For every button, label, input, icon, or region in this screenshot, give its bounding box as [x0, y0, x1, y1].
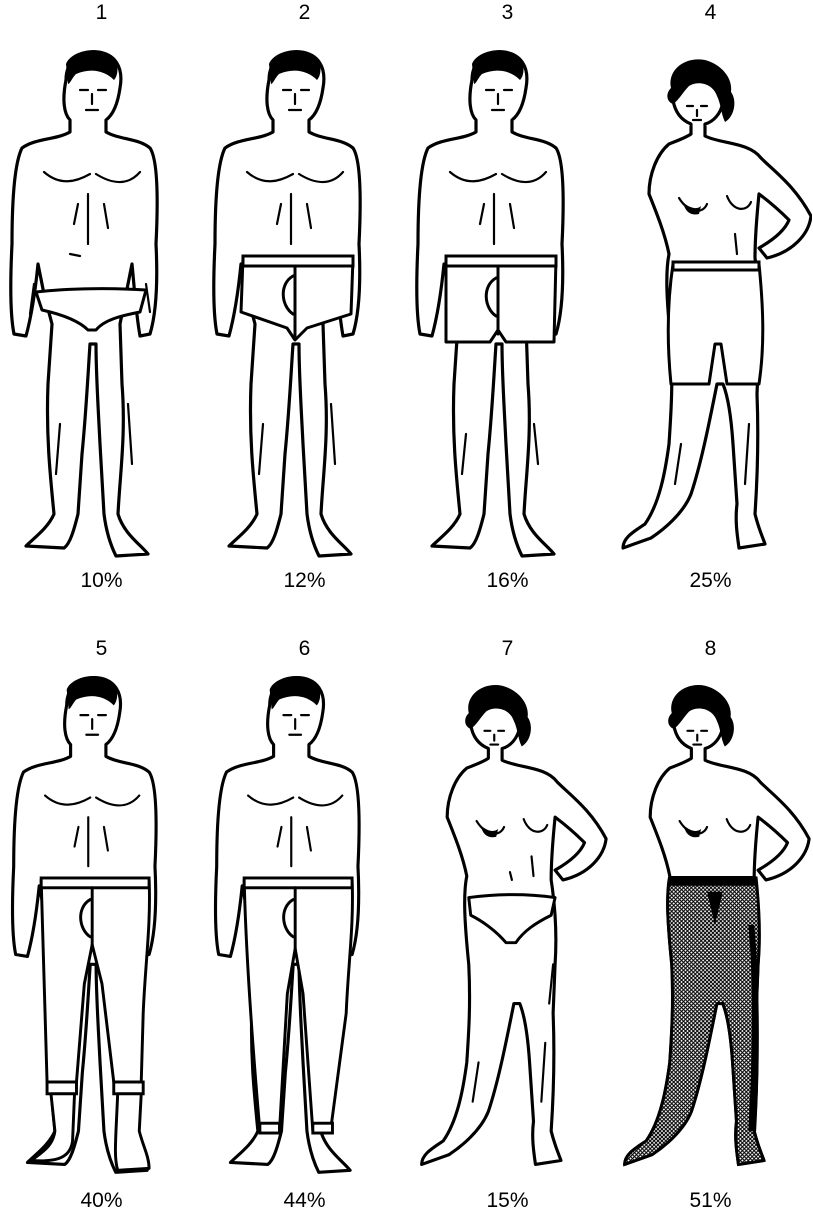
male-figure-full-long-johns	[203, 670, 406, 1186]
figure-percent: 51%	[609, 1188, 812, 1214]
figure-number: 1	[0, 0, 203, 26]
figure-percent: 40%	[0, 1188, 203, 1214]
figure-percent: 25%	[609, 568, 812, 594]
male-figure-boxer-shorts	[406, 44, 609, 570]
figure-4: 4 25%	[609, 0, 812, 600]
male-figure-trunks	[203, 44, 406, 570]
figure-number: 6	[203, 636, 406, 662]
figure-number: 4	[609, 0, 812, 26]
figure-6: 6 44%	[203, 608, 406, 1208]
figure-number: 3	[406, 0, 609, 26]
figure-percent: 12%	[203, 568, 406, 594]
figure-percent: 16%	[406, 568, 609, 594]
figure-8: 8 51%	[609, 608, 812, 1208]
figure-number: 8	[609, 636, 812, 662]
figure-2: 2 12%	[203, 0, 406, 600]
female-figure-long-leg-panty	[609, 44, 812, 570]
figure-7: 7 15%	[406, 608, 609, 1208]
figure-percent: 10%	[0, 568, 203, 594]
female-figure-tights	[609, 670, 812, 1186]
figure-3: 3 16%	[406, 0, 609, 600]
figure-1: 1 10%	[0, 0, 203, 600]
figure-number: 5	[0, 636, 203, 662]
male-figure-briefs	[0, 44, 203, 570]
figure-percent: 15%	[406, 1188, 609, 1214]
figure-number: 7	[406, 636, 609, 662]
male-figure-long-johns-with-socks	[0, 670, 203, 1186]
figure-percent: 44%	[203, 1188, 406, 1214]
female-figure-panties	[406, 670, 609, 1186]
figure-number: 2	[203, 0, 406, 26]
figure-5: 5 40%	[0, 608, 203, 1208]
